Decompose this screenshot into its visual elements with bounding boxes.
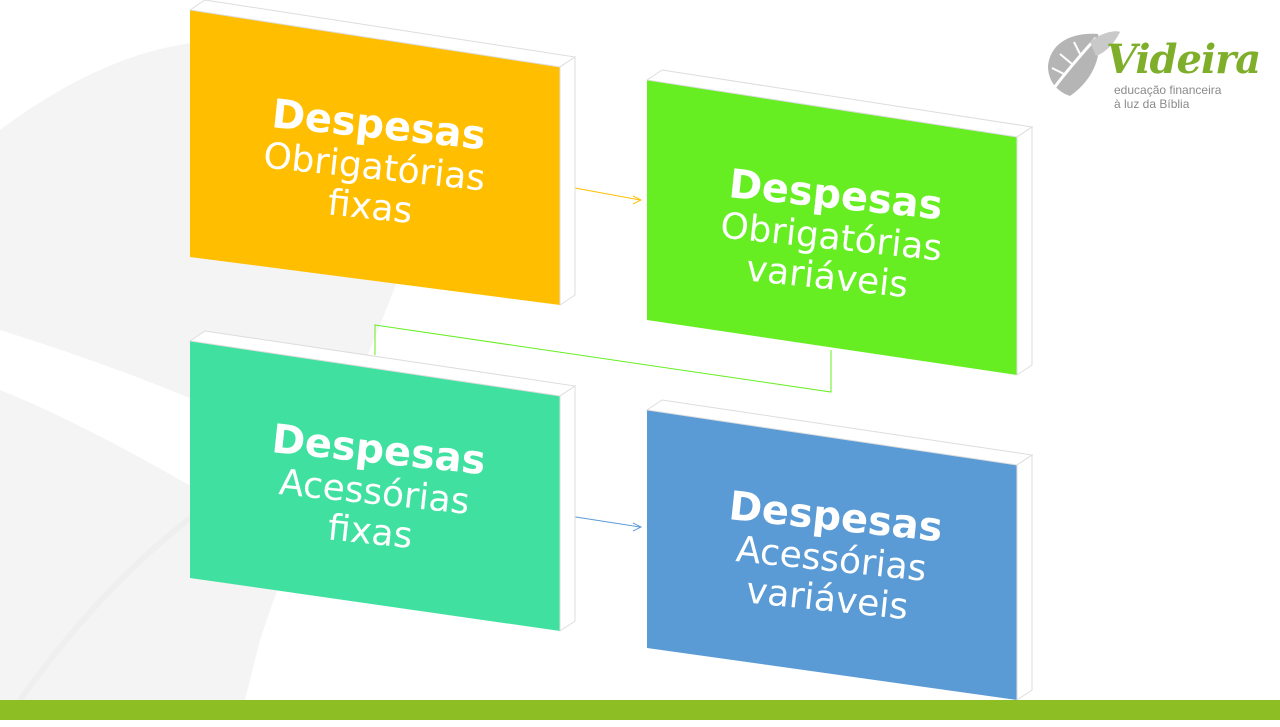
block-line-2: fixas	[325, 182, 415, 232]
logo-tagline-2: à luz da Bíblia	[1114, 97, 1190, 111]
videira-logo: Videira educação financeira à luz da Bíb…	[1040, 22, 1261, 114]
block-line-2: fixas	[325, 507, 415, 558]
block-3d-shape	[188, 330, 577, 632]
leaf-icon	[1048, 31, 1120, 96]
logo-name: Videira	[1106, 36, 1261, 83]
block-obrigatorias-variaveis: Despesas Obrigatórias variáveis	[645, 69, 1034, 376]
block-acessorias-variaveis: Despesas Acessórias variáveis	[645, 399, 1034, 701]
block-3d-shape	[645, 69, 1034, 376]
block-3d-shape	[645, 399, 1034, 701]
bottom-bar	[0, 700, 1280, 720]
block-obrigatorias-fixas: Despesas Obrigatórias fixas	[188, 0, 577, 306]
block-3d-shape	[188, 0, 577, 306]
logo-tagline-1: educação financeira	[1114, 83, 1222, 97]
block-acessorias-fixas: Despesas Acessórias fixas	[188, 330, 577, 633]
